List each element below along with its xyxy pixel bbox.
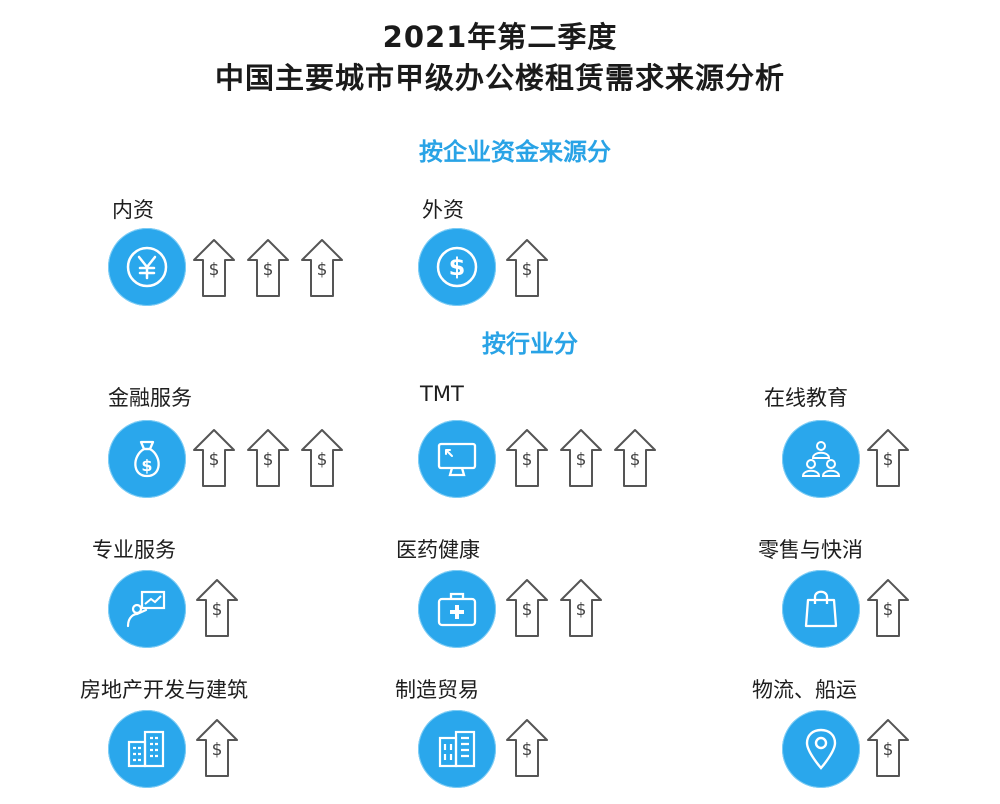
category-icon-circle xyxy=(782,710,860,788)
growth-arrows: $ $ $ xyxy=(192,238,344,298)
svg-text:$: $ xyxy=(317,260,328,280)
svg-text:$: $ xyxy=(576,600,587,620)
growth-arrows: $ xyxy=(866,428,910,488)
growth-arrow-icon: $ xyxy=(614,429,656,487)
category-label: 医药健康 xyxy=(396,538,480,562)
title-line-1: 2021年第二季度 xyxy=(382,20,618,54)
growth-arrows: $ xyxy=(505,238,549,298)
growth-arrows: $ xyxy=(195,718,239,778)
svg-text:$: $ xyxy=(263,450,274,470)
category-icon-circle xyxy=(418,710,496,788)
growth-arrow-icon: $ xyxy=(560,579,602,637)
svg-text:$: $ xyxy=(630,450,641,470)
svg-text:$: $ xyxy=(449,253,466,281)
svg-text:$: $ xyxy=(263,260,274,280)
growth-arrows: $ xyxy=(866,718,910,778)
category-icon-circle: $ xyxy=(418,228,496,306)
svg-text:$: $ xyxy=(522,740,533,760)
category-icon-circle xyxy=(108,710,186,788)
svg-text:$: $ xyxy=(883,450,894,470)
category-label: 零售与快消 xyxy=(758,538,863,562)
growth-arrows: $ $ xyxy=(505,578,603,638)
svg-text:$: $ xyxy=(522,260,533,280)
growth-arrow-icon: $ xyxy=(301,429,343,487)
section-title-funding: 按企业资金来源分 xyxy=(419,138,611,166)
title-line-2: 中国主要城市甲级办公楼租赁需求来源分析 xyxy=(214,61,785,95)
svg-text:$: $ xyxy=(141,456,152,475)
category-icon-circle xyxy=(108,570,186,648)
category-label: 在线教育 xyxy=(764,386,848,410)
buildings-icon xyxy=(127,730,165,768)
svg-text:$: $ xyxy=(522,600,533,620)
svg-text:$: $ xyxy=(317,450,328,470)
growth-arrow-icon: $ xyxy=(867,579,909,637)
growth-arrow-icon: $ xyxy=(247,429,289,487)
growth-arrow-icon: $ xyxy=(301,239,343,297)
growth-arrow-icon: $ xyxy=(506,239,548,297)
svg-text:$: $ xyxy=(212,600,223,620)
location-pin-icon xyxy=(805,728,837,770)
category-label: 外资 xyxy=(422,198,464,222)
money-bag-icon: $ xyxy=(134,440,160,478)
growth-arrow-icon: $ xyxy=(867,719,909,777)
svg-text:$: $ xyxy=(522,450,533,470)
growth-arrows: $ xyxy=(866,578,910,638)
growth-arrows: $ xyxy=(195,578,239,638)
category-label: 物流、船运 xyxy=(752,678,857,702)
svg-text:$: $ xyxy=(883,740,894,760)
svg-text:$: $ xyxy=(576,450,587,470)
category-label: 制造贸易 xyxy=(395,678,479,702)
category-icon-circle xyxy=(782,420,860,498)
growth-arrow-icon: $ xyxy=(196,579,238,637)
svg-text:$: $ xyxy=(209,260,220,280)
people-group-icon xyxy=(801,441,841,477)
svg-text:$: $ xyxy=(883,600,894,620)
growth-arrows: $ $ $ xyxy=(505,428,657,488)
category-icon-circle: $ xyxy=(108,420,186,498)
dollar-coin-icon: $ xyxy=(436,246,478,288)
category-icon-circle xyxy=(418,420,496,498)
growth-arrow-icon: $ xyxy=(193,429,235,487)
category-icon-circle xyxy=(108,228,186,306)
svg-text:$: $ xyxy=(212,740,223,760)
category-label: TMT xyxy=(420,382,464,406)
growth-arrow-icon: $ xyxy=(506,719,548,777)
growth-arrows: $ xyxy=(505,718,549,778)
medical-kit-icon xyxy=(437,592,477,627)
category-icon-circle xyxy=(782,570,860,648)
computer-monitor-icon xyxy=(437,442,477,477)
growth-arrow-icon: $ xyxy=(560,429,602,487)
section-title-industry: 按行业分 xyxy=(482,330,578,358)
svg-text:$: $ xyxy=(209,450,220,470)
presentation-board-icon xyxy=(126,590,166,628)
category-label: 专业服务 xyxy=(92,538,176,562)
category-label: 房地产开发与建筑 xyxy=(80,678,248,702)
yuan-coin-icon xyxy=(126,246,168,288)
growth-arrow-icon: $ xyxy=(867,429,909,487)
growth-arrows: $ $ $ xyxy=(192,428,344,488)
growth-arrow-icon: $ xyxy=(247,239,289,297)
growth-arrow-icon: $ xyxy=(506,579,548,637)
growth-arrow-icon: $ xyxy=(196,719,238,777)
category-label: 金融服务 xyxy=(108,386,192,410)
growth-arrow-icon: $ xyxy=(506,429,548,487)
category-icon-circle xyxy=(418,570,496,648)
factory-building-icon xyxy=(438,730,476,768)
category-label: 内资 xyxy=(112,198,154,222)
shopping-bag-icon xyxy=(804,590,838,628)
growth-arrow-icon: $ xyxy=(193,239,235,297)
